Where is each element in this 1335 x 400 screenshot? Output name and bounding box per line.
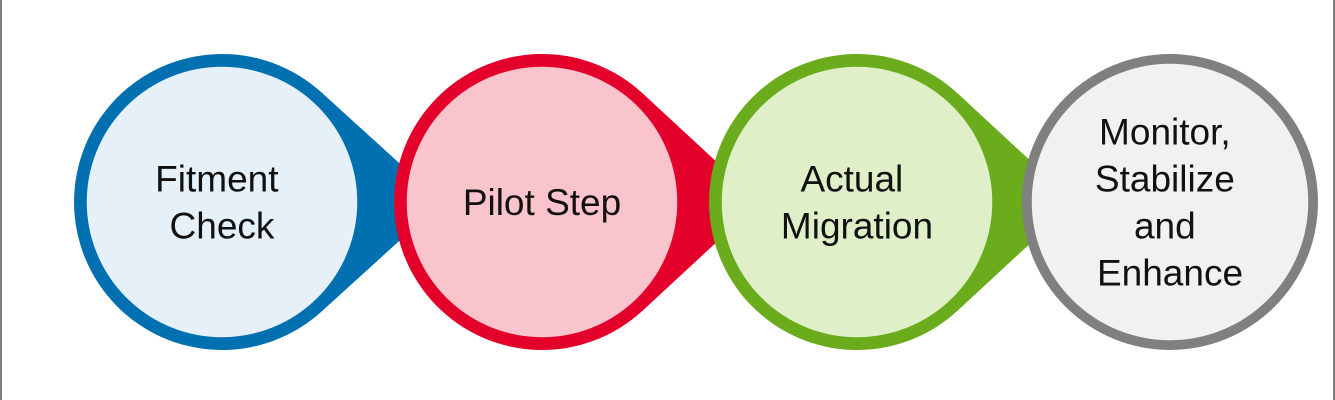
step-monitor-stabilize-enhance-label: Monitor, Stabilize and Enhance xyxy=(1095,112,1245,294)
step-actual-migration-label-line-2: Migration xyxy=(781,206,933,247)
step-pilot-step-disc xyxy=(405,65,679,339)
step-monitor-stabilize-enhance-label-line-2: Stabilize xyxy=(1095,159,1235,200)
step-fitment-check-label-line-2: Check xyxy=(170,206,275,247)
step-pilot-step-label-line-1: Pilot Step xyxy=(463,182,621,223)
step-monitor-stabilize-enhance-label-line-4: Enhance xyxy=(1097,253,1243,294)
step-fitment-check-disc xyxy=(85,65,359,339)
step-actual-migration-disc xyxy=(720,65,994,339)
step-fitment-check-label: Fitment Check xyxy=(155,159,289,247)
step-actual-migration-label-line-1: Actual xyxy=(800,159,903,200)
step-monitor-stabilize-enhance: Monitor, Stabilize and Enhance xyxy=(1022,54,1318,350)
step-fitment-check: Fitment Check xyxy=(74,54,442,351)
step-monitor-stabilize-enhance-disc xyxy=(1030,62,1310,342)
step-monitor-stabilize-enhance-label-line-3: and xyxy=(1134,206,1196,247)
step-monitor-stabilize-enhance-label-line-1: Monitor, xyxy=(1099,112,1231,153)
step-fitment-check-label-line-1: Fitment xyxy=(155,159,279,200)
step-actual-migration-label: Actual Migration xyxy=(781,159,933,247)
step-pilot-step: Pilot Step xyxy=(394,54,760,351)
step-actual-migration: Actual Migration xyxy=(709,54,1075,350)
step-pilot-step-label: Pilot Step xyxy=(463,182,621,223)
